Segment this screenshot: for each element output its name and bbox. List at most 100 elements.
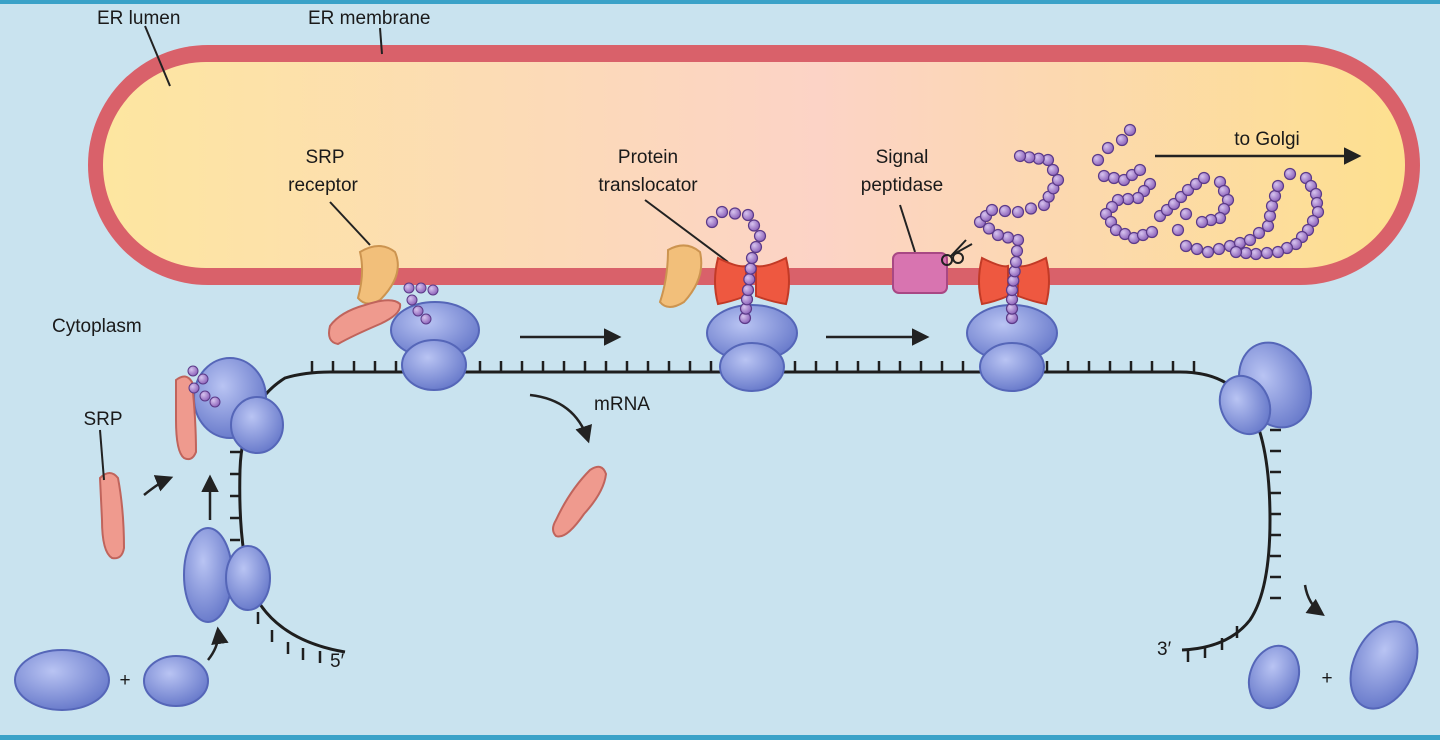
amino-acid-bead — [1243, 233, 1257, 247]
amino-acid-bead — [1190, 242, 1204, 256]
srp-released — [552, 465, 608, 538]
ribosome-docking-small — [401, 339, 467, 391]
er-lumen-pointer — [144, 25, 171, 87]
amino-acid-bead — [1091, 153, 1105, 167]
amino-acid-bead — [1001, 231, 1015, 244]
plus-sign-right: + — [1321, 668, 1332, 689]
ribosome-terminating-small — [1218, 374, 1272, 436]
peptidase-pointer — [899, 204, 916, 253]
amino-acid-bead — [749, 240, 763, 254]
amino-acid-bead — [1171, 223, 1185, 237]
translocator-pointer — [644, 199, 729, 263]
label-protein-translocator-2: translocator — [598, 175, 698, 196]
translocator-2-left-half — [978, 256, 1009, 306]
srp-free — [98, 472, 126, 560]
amino-acid-bead — [1121, 192, 1135, 206]
mrna-codon-ticks — [230, 361, 1281, 663]
label-to-golgi: to Golgi — [1234, 129, 1299, 150]
amino-acid-bead — [1229, 245, 1243, 259]
nascent-chain-2 — [973, 149, 1065, 325]
er-membrane-pointer — [379, 27, 383, 55]
signal-sequence-2 — [403, 282, 439, 325]
amino-acid-bead — [715, 205, 729, 219]
folded-protein — [1091, 123, 1325, 261]
amino-acid-bead — [1283, 167, 1297, 181]
plus-sign-left: + — [119, 670, 130, 691]
label-srp: SRP — [83, 409, 122, 430]
amino-acid-bead — [1145, 225, 1159, 239]
amino-acid-bead — [1265, 199, 1279, 213]
amino-acid-bead — [1261, 219, 1275, 233]
ribosome-srp-bound-small — [230, 396, 284, 454]
amino-acid-bead — [1097, 169, 1111, 183]
er-lumen — [103, 62, 1405, 268]
amino-acid-bead — [985, 203, 999, 217]
amino-acid-bead — [1271, 179, 1285, 193]
amino-acid-bead — [1013, 149, 1027, 163]
label-er-lumen: ER lumen — [97, 8, 180, 29]
amino-acid-bead — [1252, 226, 1266, 240]
amino-acid-bead — [991, 228, 1005, 242]
amino-acid-bead — [1009, 255, 1023, 269]
amino-acid-bead — [1046, 163, 1060, 177]
dissociation-arrow — [1303, 584, 1325, 617]
amino-acid-bead — [741, 283, 755, 297]
amino-acid-bead — [1306, 214, 1320, 228]
srp-bound — [175, 375, 198, 461]
label-protein-translocator-1: Protein — [618, 147, 678, 168]
label-srp-receptor-1: SRP — [305, 147, 344, 168]
scissors-icon — [941, 239, 973, 266]
ribosome-cleavage-small — [979, 342, 1045, 392]
srp-pointer — [99, 429, 105, 481]
srp-receptor — [356, 245, 399, 305]
label-signal-peptidase-2: peptidase — [861, 175, 943, 196]
amino-acid-bead — [1010, 244, 1024, 258]
amino-acid-bead — [745, 251, 759, 265]
ribosome-translocating-small — [719, 342, 785, 392]
amino-acid-bead — [1181, 183, 1195, 197]
amino-acid-bead — [1271, 245, 1285, 259]
translocator-left-half — [714, 256, 747, 306]
amino-acid-bead — [1101, 141, 1115, 155]
amino-acid-bead — [1195, 215, 1209, 229]
amino-acid-bead — [741, 208, 755, 222]
amino-acid-bead — [744, 262, 757, 275]
ribosome-initiating-large — [183, 527, 233, 623]
nascent-chain-1 — [705, 205, 767, 325]
amino-acid-bead — [1197, 171, 1211, 185]
signal-peptidase — [892, 252, 948, 294]
translocator-2-right-half — [1017, 256, 1050, 306]
mrna-strand — [238, 370, 1272, 654]
amino-acid-bead — [1239, 246, 1253, 260]
amino-acid-bead — [1179, 207, 1193, 221]
amino-acid-bead — [705, 215, 719, 229]
amino-acid-bead — [1249, 247, 1263, 261]
amino-acid-bead — [1011, 233, 1025, 247]
srp-binding-arrow — [143, 475, 174, 496]
amino-acid-bead — [1131, 191, 1145, 205]
amino-acid-bead — [1024, 202, 1038, 215]
srp-release-arrow — [529, 393, 592, 444]
amino-acid-bead — [1123, 123, 1137, 137]
amino-acid-bead — [743, 273, 756, 286]
label-cytoplasm: Cytoplasm — [52, 316, 142, 337]
amino-acid-bead — [1133, 163, 1147, 177]
label-signal-peptidase-1: Signal — [876, 147, 929, 168]
label-five-prime: 5′ — [330, 651, 345, 672]
label-srp-receptor-2: receptor — [288, 175, 358, 196]
srp-receptor-pointer — [329, 201, 371, 246]
label-mrna: mRNA — [594, 394, 650, 415]
amino-acid-bead — [1107, 171, 1121, 185]
label-er-membrane: ER membrane — [308, 8, 431, 29]
srp-docked — [328, 299, 402, 346]
amino-acid-bead — [1115, 133, 1129, 147]
amino-acid-bead — [1212, 242, 1226, 256]
assembly-arrow — [207, 626, 229, 661]
amino-acid-bead — [1189, 177, 1203, 191]
amino-acid-bead — [728, 207, 742, 220]
ribosome-initiating-small — [225, 545, 271, 611]
frame-top — [0, 0, 1440, 4]
frame-bottom — [0, 735, 1440, 740]
